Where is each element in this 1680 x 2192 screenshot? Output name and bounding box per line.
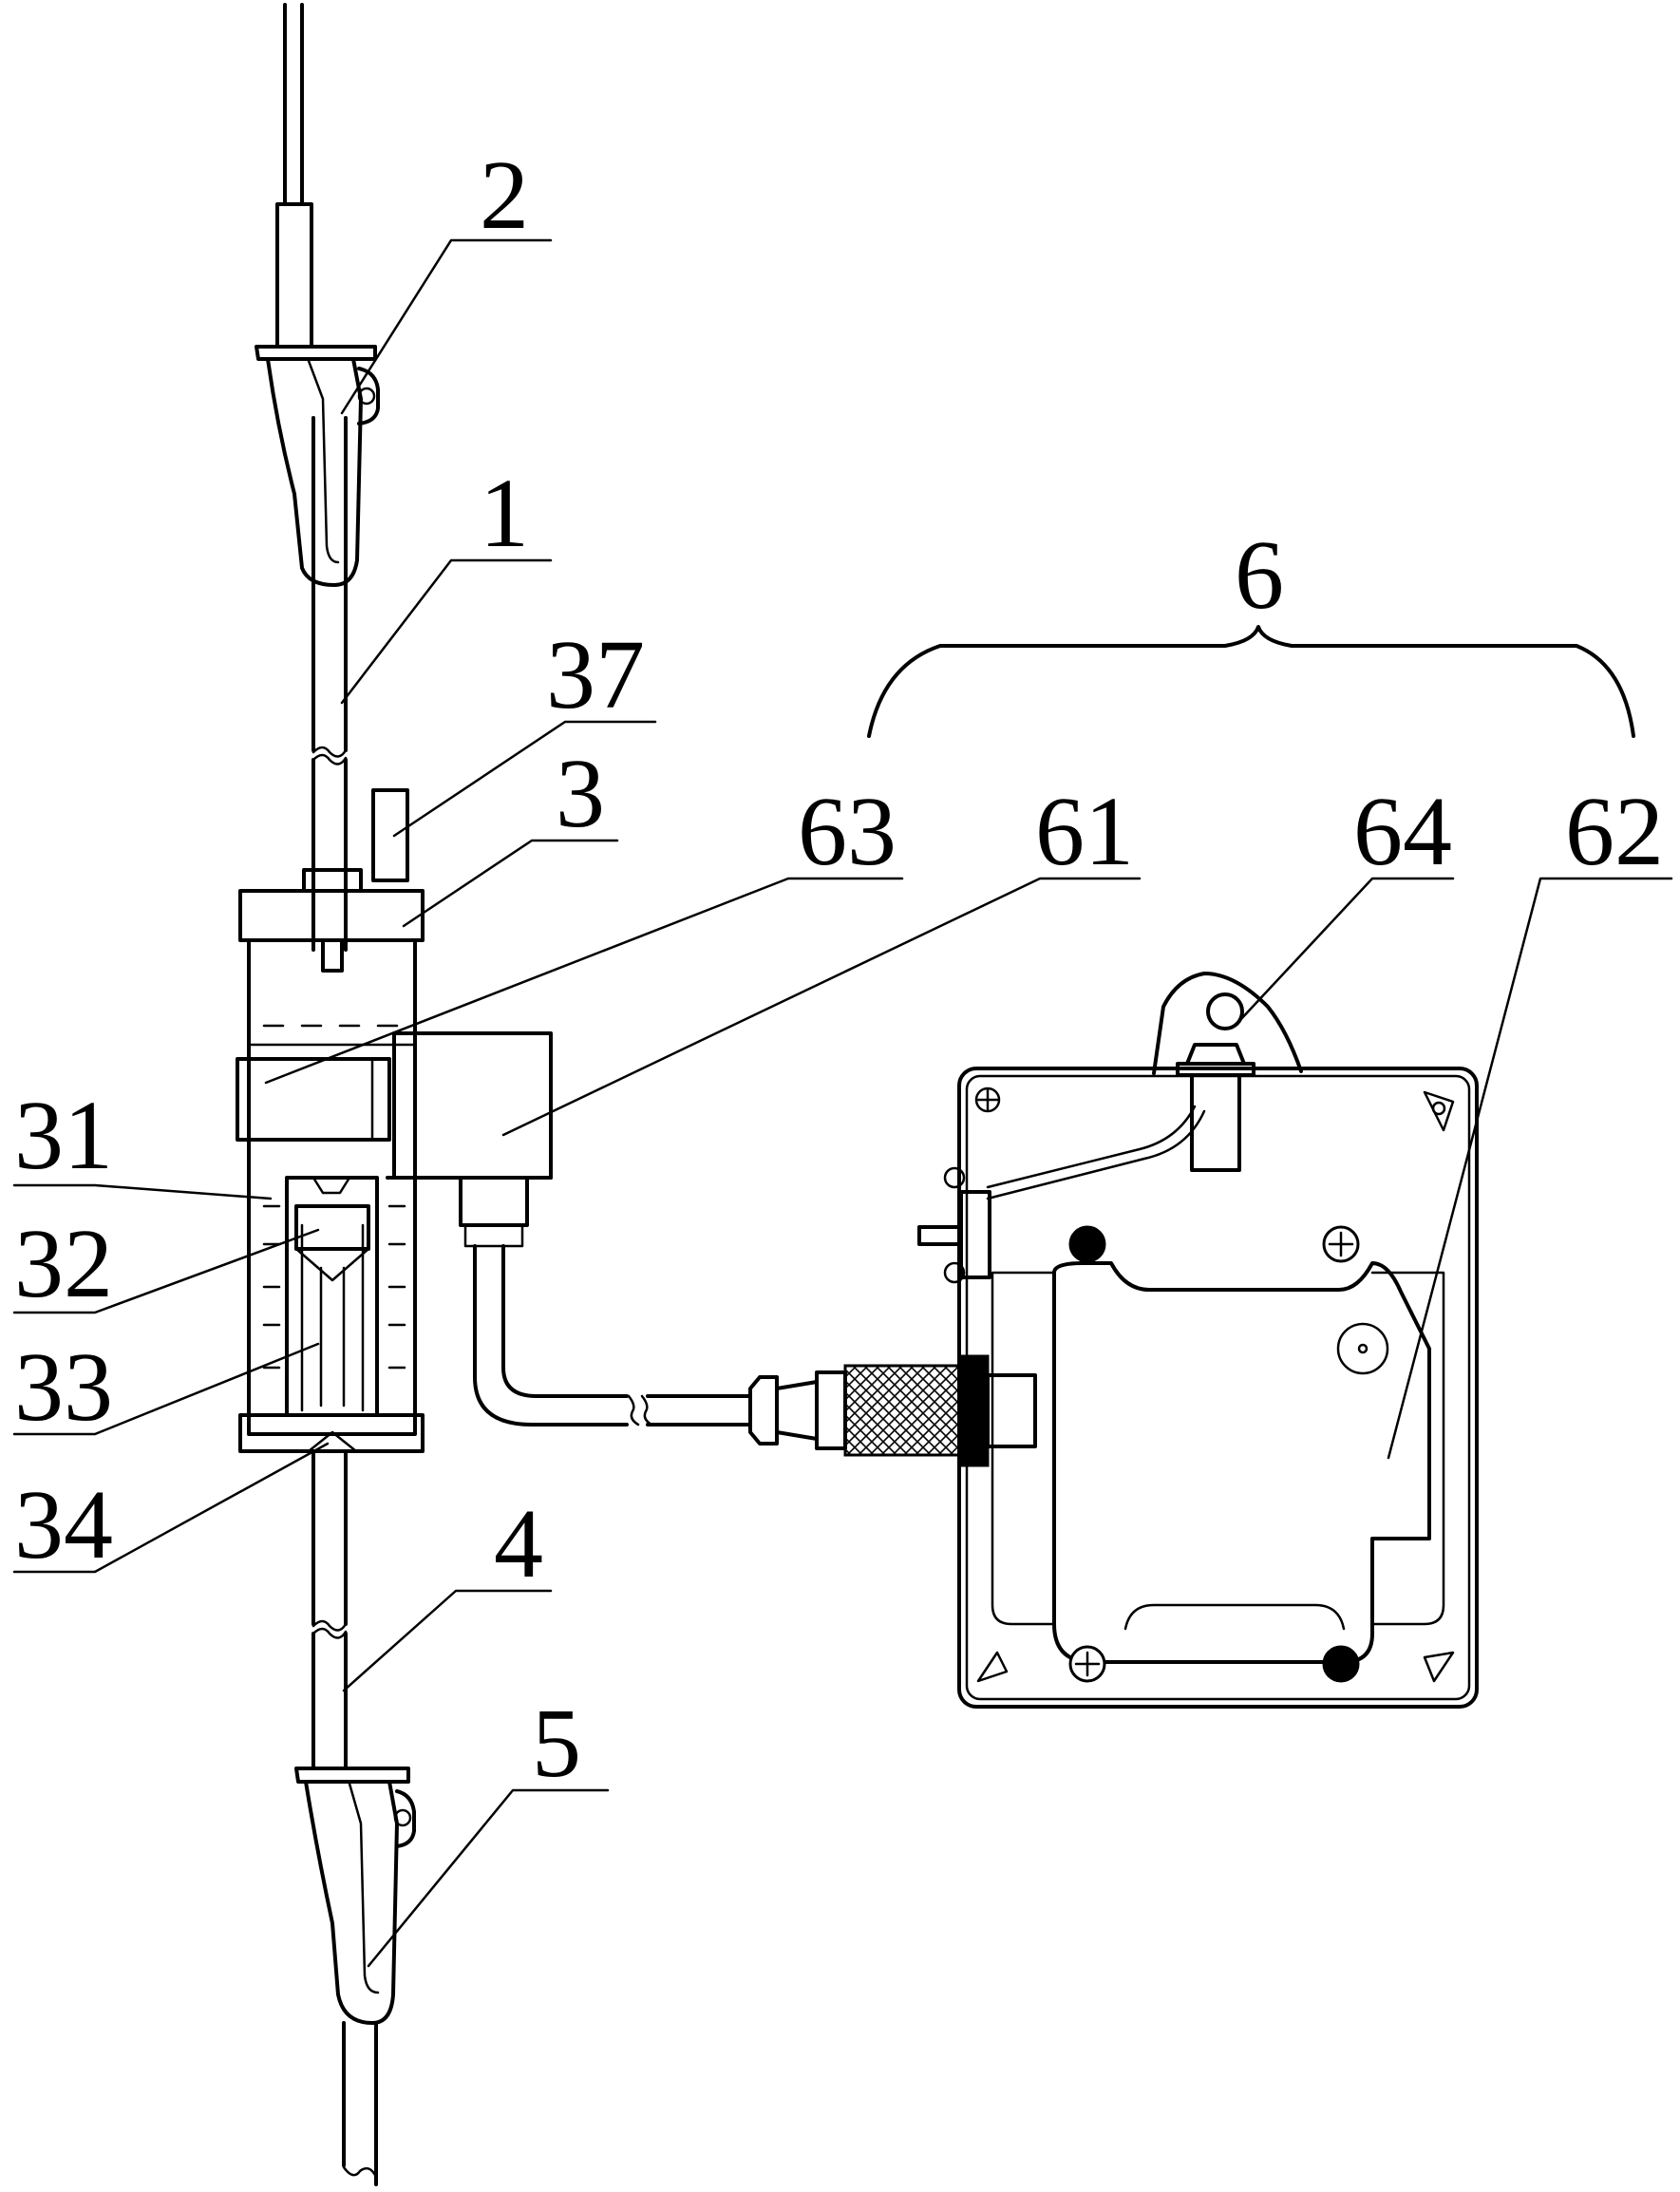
label-33: 33: [14, 1332, 113, 1442]
label-34: 34: [14, 1470, 113, 1579]
sensor-head: [386, 1031, 1037, 1467]
lower-tube: [311, 1449, 378, 2186]
label-1: 1: [480, 459, 529, 568]
label-6: 6: [1235, 520, 1284, 630]
control-box: [917, 972, 1479, 1709]
label-4: 4: [494, 1489, 543, 1598]
drip-chamber: [236, 788, 425, 1453]
group-6-brace: [867, 625, 1635, 738]
label-32: 32: [14, 1209, 113, 1318]
label-64: 64: [1353, 777, 1452, 886]
leader-lines: [12, 238, 1673, 1968]
upper-clamp: [255, 345, 380, 587]
label-31: 31: [14, 1081, 113, 1190]
lower-clamp: [294, 1767, 416, 2025]
label-63: 63: [798, 777, 897, 886]
upper-tube: [275, 3, 348, 952]
label-5: 5: [532, 1689, 581, 1798]
label-37: 37: [546, 620, 645, 729]
label-2: 2: [480, 141, 529, 250]
label-62: 62: [1565, 777, 1664, 886]
label-3: 3: [556, 739, 605, 848]
label-61: 61: [1035, 777, 1134, 886]
